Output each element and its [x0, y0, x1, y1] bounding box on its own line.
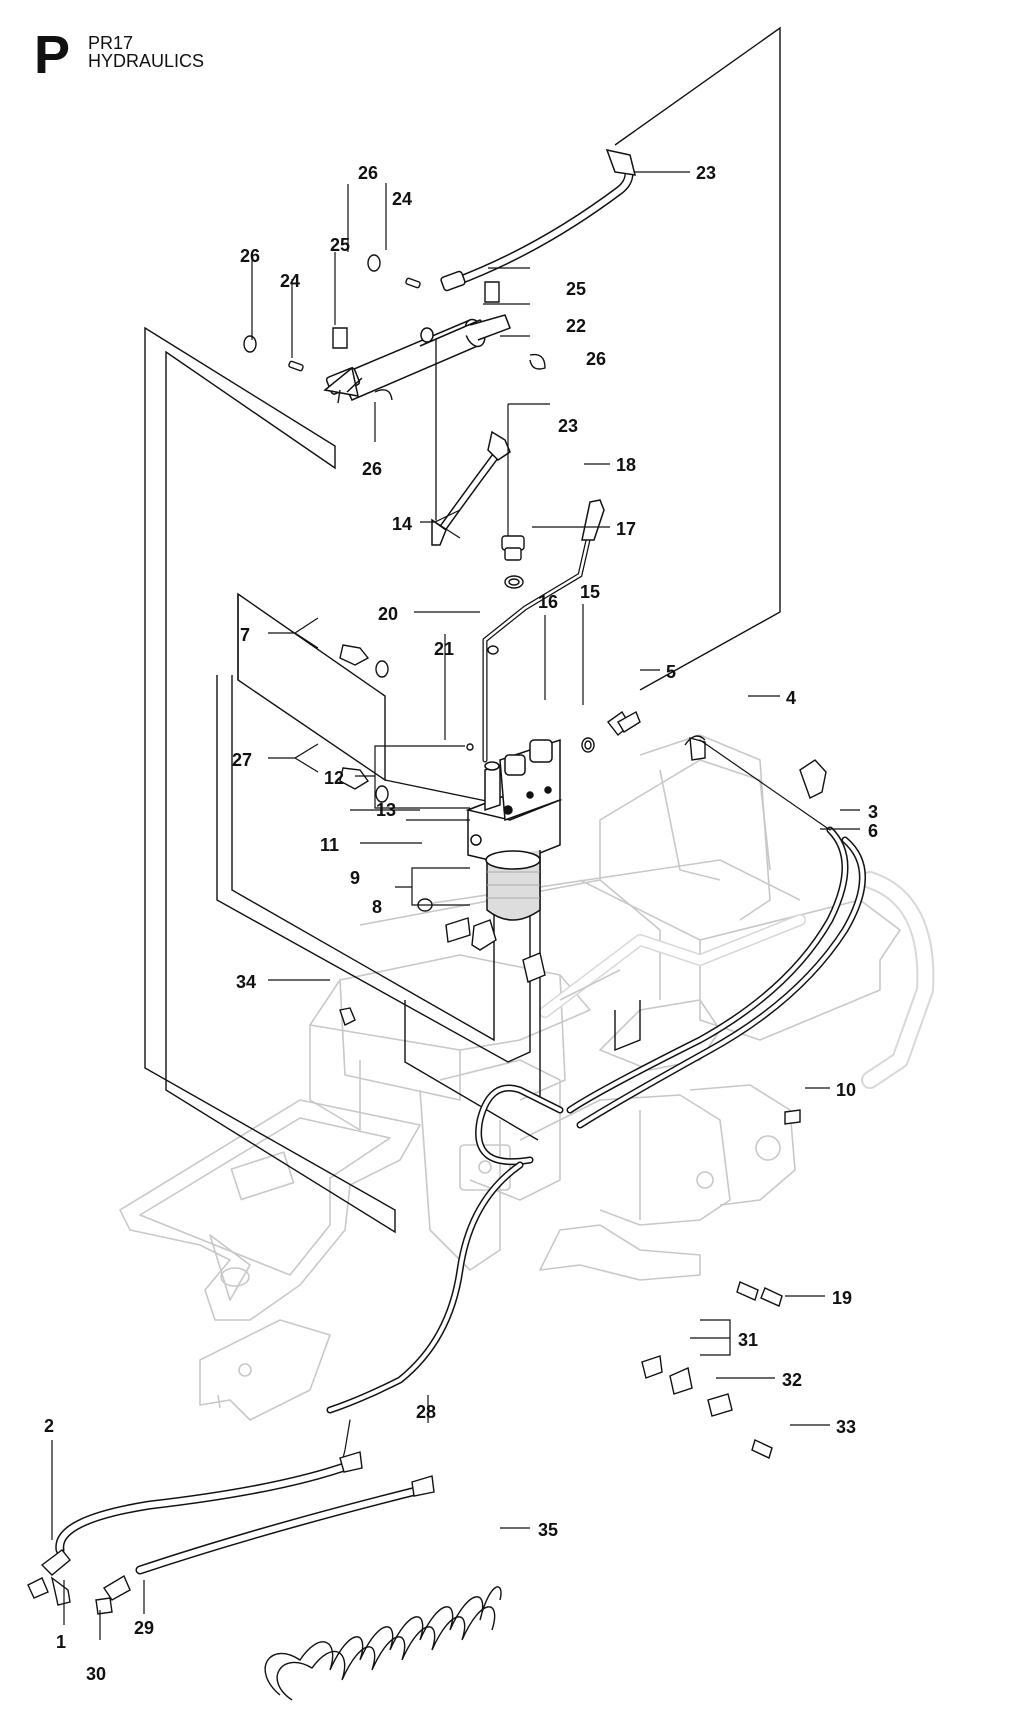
- callout-8: 8: [372, 897, 382, 917]
- callout-26-top-left: 26: [240, 246, 260, 266]
- bolts: [641, 1281, 783, 1459]
- callout-27: 27: [232, 750, 252, 770]
- callout-11: 11: [320, 835, 339, 855]
- callout-33: 33: [836, 1417, 856, 1437]
- callout-21: 21: [434, 639, 454, 659]
- callout-16: 16: [538, 592, 558, 612]
- callout-2: 2: [44, 1416, 54, 1436]
- callout-18: 18: [616, 455, 636, 475]
- hydraulic-hose-lower: [431, 339, 511, 546]
- chassis-frame-ghost: [119, 734, 935, 1421]
- callout-26-top-right: 26: [358, 163, 378, 183]
- callout-4: 4: [786, 688, 796, 708]
- callout-25-left: 25: [330, 235, 350, 255]
- callout-25-right: 25: [566, 279, 586, 299]
- callout-31: 31: [738, 1330, 758, 1350]
- callout-3: 3: [868, 802, 878, 822]
- callout-35: 35: [538, 1520, 558, 1540]
- callout-19: 19: [832, 1288, 852, 1308]
- detail-frame-lines: [144, 26, 781, 1234]
- callout-14: 14: [392, 514, 412, 534]
- callout-26-right: 26: [586, 349, 606, 369]
- spiral-hose-guard: [264, 1586, 502, 1701]
- page-header: P PR17 HYDRAULICS: [0, 0, 1024, 90]
- callout-28: 28: [416, 1402, 436, 1422]
- callout-20: 20: [378, 604, 398, 624]
- section-title: HYDRAULICS: [88, 51, 205, 71]
- callout-5: 5: [666, 662, 676, 682]
- hose-run-main: [326, 739, 866, 1414]
- section-letter: P: [34, 25, 71, 85]
- callout-7: 7: [240, 625, 250, 645]
- callout-22: 22: [566, 316, 586, 336]
- hydraulic-cylinder-assembly: [323, 314, 511, 401]
- callout-12: 12: [324, 768, 344, 788]
- callout-32: 32: [782, 1370, 802, 1390]
- pins-clips-brackets: [243, 254, 546, 404]
- callout-24-left: 24: [280, 271, 300, 291]
- callout-23-upper: 23: [696, 163, 716, 183]
- fittings-and-seals: [339, 535, 827, 803]
- mounting-hardware: [339, 898, 801, 1125]
- callout-34: 34: [236, 972, 256, 992]
- callout-6: 6: [868, 821, 878, 841]
- lower-hose-set: [27, 1419, 435, 1615]
- callout-13: 13: [376, 800, 396, 820]
- callout-9: 9: [350, 868, 360, 888]
- callout-labels: 23 26 24 26 25 24 25 22 26 23 26 18 17 1…: [44, 163, 878, 1684]
- callout-29: 29: [134, 1618, 154, 1638]
- hydraulic-hose-upper: [440, 148, 637, 292]
- model-code: PR17: [88, 33, 134, 53]
- callout-30: 30: [86, 1664, 106, 1684]
- control-lever: [482, 499, 605, 763]
- callout-17: 17: [616, 519, 636, 539]
- callout-23-lower: 23: [558, 416, 578, 436]
- callout-26-bottom: 26: [362, 459, 382, 479]
- callout-15: 15: [580, 582, 600, 602]
- leader-lines: [51, 171, 860, 1640]
- callout-10: 10: [836, 1080, 856, 1100]
- callout-1: 1: [56, 1632, 66, 1652]
- callout-24-top-right: 24: [392, 189, 412, 209]
- control-valve-assembly: [465, 738, 563, 921]
